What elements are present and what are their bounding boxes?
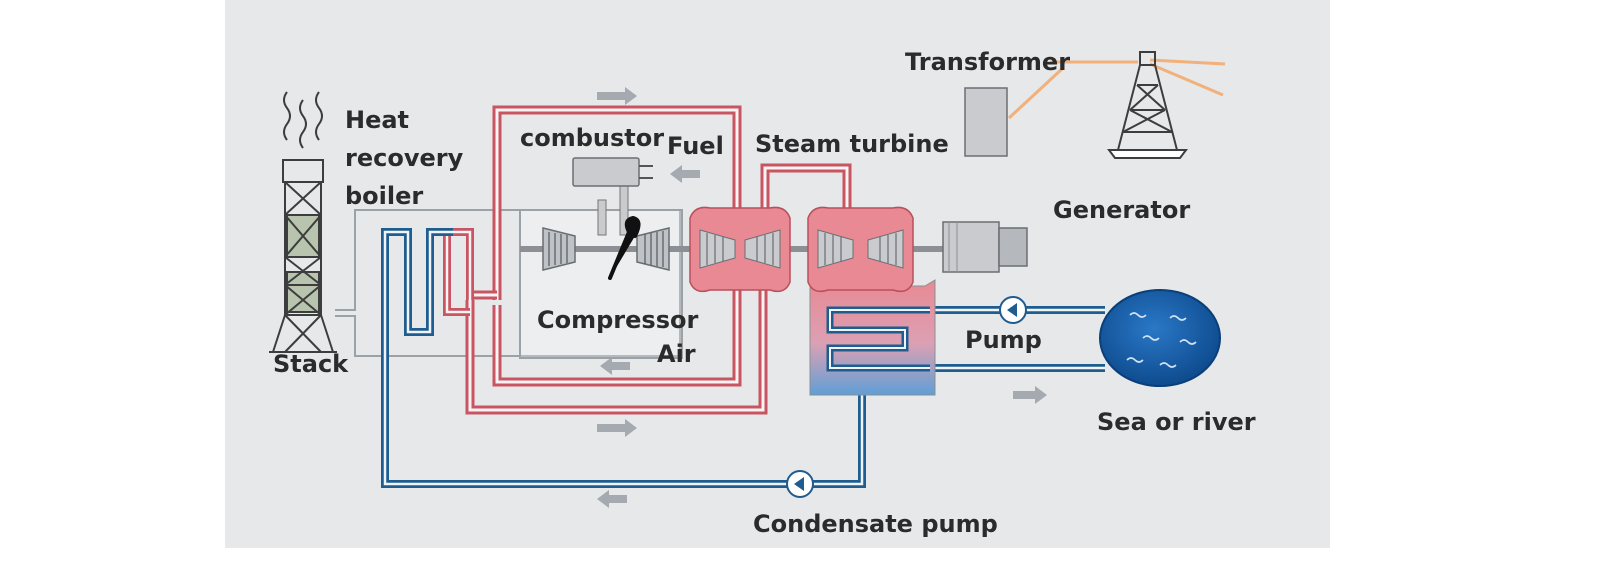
- transformer: [964, 66, 1065, 157]
- compressor: [542, 227, 576, 271]
- stack-tower: [269, 91, 337, 353]
- label-steam-turbine: Steam turbine: [755, 130, 949, 158]
- flow-arrow-top: [597, 87, 637, 105]
- combined-cycle-diagram: [225, 0, 1330, 548]
- generator: [942, 221, 1028, 273]
- diagram-panel: Transformer Heat recovery boiler combust…: [225, 0, 1330, 578]
- sea-or-river: [1099, 289, 1221, 387]
- condensate-pump-icon: [786, 470, 814, 498]
- label-combustor: combustor: [520, 124, 665, 152]
- label-heat-recovery-line2: recovery: [345, 144, 464, 172]
- label-generator: Generator: [1053, 196, 1191, 224]
- label-condensate-pump: Condensate pump: [753, 510, 998, 538]
- steam-turbine-hp: [689, 206, 791, 293]
- combustor: [572, 157, 653, 236]
- label-heat-recovery-line1: Heat: [345, 106, 410, 134]
- label-heat-recovery-line3: boiler: [345, 182, 424, 210]
- label-compressor: Compressor: [537, 306, 699, 334]
- condenser: [809, 279, 936, 396]
- label-fuel: Fuel: [667, 132, 724, 160]
- label-sea-or-river: Sea or river: [1097, 408, 1256, 436]
- power-lines: [1050, 58, 1226, 97]
- transmission-tower: [1107, 51, 1188, 159]
- flow-arrow-sea: [1013, 386, 1047, 404]
- flow-arrow-fuel: [670, 165, 700, 183]
- gas-turbine: [608, 215, 670, 280]
- flow-arrows: [597, 87, 1047, 508]
- label-transformer: Transformer: [905, 48, 1071, 76]
- steam-turbine-lp: [807, 206, 914, 293]
- exhaust-wisp-2: [299, 99, 307, 149]
- pump-icon: [999, 296, 1027, 324]
- exhaust-wisp-3: [315, 91, 323, 141]
- flow-arrow-middle: [597, 419, 637, 437]
- air-intake-icon: [608, 215, 641, 280]
- label-stack: Stack: [273, 350, 349, 378]
- condensate-piping: [381, 228, 866, 488]
- label-pump: Pump: [965, 326, 1042, 354]
- flow-arrow-bottom: [597, 490, 627, 508]
- exhaust-wisp-1: [283, 91, 291, 141]
- label-air: Air: [657, 340, 696, 368]
- flow-arrow-air: [600, 357, 630, 375]
